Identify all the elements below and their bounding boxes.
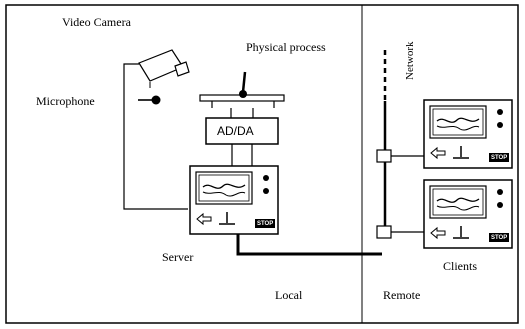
client2-stop-button-label: STOP (491, 235, 508, 241)
adda-label: AD/DA (217, 124, 254, 138)
server-stop-button-label: STOP (257, 221, 274, 227)
adda-box (205, 117, 279, 145)
physical-process-icon (199, 71, 285, 118)
microphone-label: Microphone (36, 94, 95, 108)
video-camera-label: Video Camera (62, 15, 131, 29)
camera-cable (123, 63, 188, 210)
server-computer-icon (189, 165, 279, 235)
physical-process-label: Physical process (246, 40, 326, 54)
video-camera-icon (138, 49, 190, 88)
client-computer-icon-2 (423, 179, 513, 249)
remote-label: Remote (383, 288, 421, 302)
outer-frame (5, 4, 519, 324)
network-connector-2 (376, 225, 392, 239)
network-connector-1 (376, 149, 392, 163)
microphone-icon (138, 95, 161, 105)
network-label: Network (404, 41, 416, 81)
network-link (236, 234, 382, 256)
clients-label: Clients (443, 259, 478, 273)
client1-stop-button-label: STOP (491, 155, 508, 161)
local-label: Local (275, 288, 303, 302)
client-computer-icon-1 (423, 99, 513, 169)
server-label: Server (162, 250, 194, 264)
